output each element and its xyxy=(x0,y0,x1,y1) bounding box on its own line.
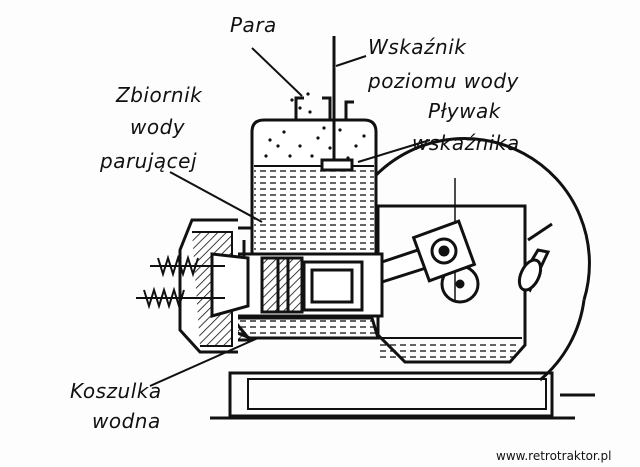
label-koszulka-line2: wodna xyxy=(92,409,161,433)
label-koszulka-line1: Koszulka xyxy=(70,379,162,403)
label-zbiornik-line1: Zbiornik xyxy=(116,83,203,107)
label-zbiornik-line3: parującej xyxy=(100,149,198,173)
water-tank xyxy=(250,96,378,256)
watermark: www.retrotraktor.pl xyxy=(496,449,612,463)
leader-lines xyxy=(149,47,431,387)
label-plywak-line2: wskaźnika xyxy=(412,131,520,155)
cylinder xyxy=(230,252,384,318)
cylinder-head xyxy=(178,218,252,354)
valve-springs xyxy=(136,254,225,310)
steam-dots xyxy=(264,92,366,160)
label-wskaznik-line1: Wskaźnik xyxy=(368,35,467,59)
label-zbiornik-line2: wody xyxy=(130,115,186,139)
label-plywak-line1: Pływak xyxy=(428,99,501,123)
float-indicator xyxy=(320,36,354,172)
label-wskaznik-line2: poziomu wody xyxy=(368,69,519,93)
engine-base xyxy=(210,371,595,420)
label-para: Para xyxy=(230,13,277,37)
